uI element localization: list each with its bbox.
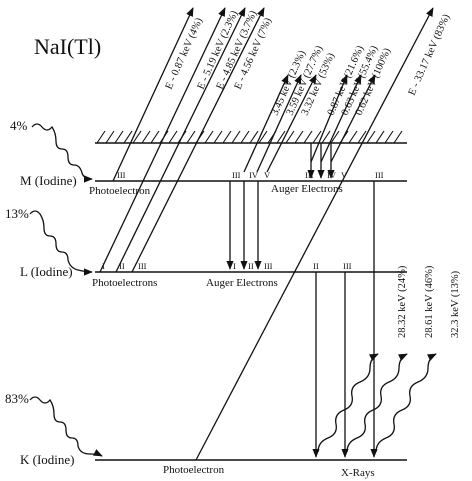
surface-hatch-mark [240,130,250,144]
crystal-surface [95,130,407,144]
m-photoelectron-arrow [112,7,194,182]
m-auger-sublevel-iv: IV [249,170,259,180]
surface-hatch-mark [375,130,385,144]
l-photoelectron-arrow-iii [131,7,265,273]
surface-hatch-mark [321,130,331,144]
k-photoelectron-energy-label: E - 33.17 keV (83%) [407,12,453,97]
surface-hatch-mark [330,130,340,144]
m-right-sublevel-iii: III [375,170,384,180]
surface-hatch-mark [276,130,286,144]
xray-wave-1 [317,353,379,453]
surface-hatch-mark [348,130,358,144]
m-percent-label: 4% [10,118,28,133]
l-sublevel-ii: II [119,261,125,271]
l-auger-sublevel-ii: II [248,261,254,271]
m-auger-arrow-2 [256,74,302,173]
k-photoelectron-arrow [195,7,434,461]
xray-energy-label-2: 28.61 keV (46%) [424,265,435,338]
surface-hatch-mark [303,130,313,144]
surface-hatch-mark [393,130,403,144]
m-auger-label: Auger Electrons [271,183,343,195]
m-photoelectron-label: Photoelectron [89,185,151,197]
surface-hatch-mark [222,130,232,144]
m-auger-arrow-3 [266,74,317,173]
surface-hatch-mark [285,130,295,144]
m-auger-sublevel-iii-b: III [305,170,314,180]
k-xrays-label: X-Rays [341,467,375,479]
xray-energy-label-3: 32.3 keV (13%) [450,270,461,338]
surface-hatch-mark [132,130,142,144]
l-percent-label: 13% [5,206,29,221]
m-auger-arrow-5 [320,74,362,163]
l-auger-sublevel-i: I [233,261,236,271]
diagram-title: NaI(Tl) [34,34,101,59]
surface-hatch-mark [366,130,376,144]
xray-wave-3 [375,353,437,453]
surface-hatch-mark [312,130,322,144]
k-level-label: K (Iodine) [20,452,75,467]
surface-hatch-mark [168,130,178,144]
l-auger-label: Auger Electrons [206,277,278,289]
l-incoming-photon [29,210,93,276]
l-photoelectron-arrow-ii [115,7,246,273]
l-photoelectron-arrow-i [99,7,226,273]
l-auger-sublevel-iii: III [264,261,273,271]
surface-hatch-mark [357,130,367,144]
m-auger-sublevel-v: V [264,170,271,180]
k-percent-label: 83% [5,391,29,406]
surface-hatch-mark [231,130,241,144]
l-sublevel-i: I [102,261,105,271]
surface-hatch-mark [96,130,106,144]
surface-hatch-mark [141,130,151,144]
l-photoelectrons-label: Photoelectrons [92,277,157,289]
surface-hatch-mark [384,130,394,144]
m-level-label: M (Iodine) [20,173,77,188]
surface-hatch-mark [204,130,214,144]
surface-hatch-mark [105,130,115,144]
surface-hatch-mark [249,130,259,144]
surface-hatch-mark [258,130,268,144]
m-incoming-photon [31,123,93,183]
xray-energy-label-1: 28.32 keV (24%) [397,265,408,338]
surface-hatch-mark [150,130,160,144]
surface-hatch-mark [186,130,196,144]
m-auger-sublevel-iv-b: IV [327,170,337,180]
m-sublevel-iii: III [117,170,126,180]
m-auger-arrow-6 [330,74,376,163]
l-right-sublevel-ii: II [313,261,319,271]
m-auger-arrow-4 [310,74,348,163]
m-auger-sublevel-v-b: V [341,170,348,180]
surface-hatch-mark [123,130,133,144]
l-sublevel-iii: III [138,261,147,271]
l-right-sublevel-iii: III [343,261,352,271]
k-photoelectron-label: Photoelectron [163,464,225,476]
l-level-label: L (Iodine) [20,264,73,279]
k-incoming-photon [29,396,103,457]
surface-hatch-mark [213,130,223,144]
xray-wave-2 [346,353,408,453]
surface-hatch-mark [114,130,124,144]
surface-hatch-mark [294,130,304,144]
m-auger-sublevel-iii: III [232,170,241,180]
m-auger-arrow-1 [243,74,289,173]
